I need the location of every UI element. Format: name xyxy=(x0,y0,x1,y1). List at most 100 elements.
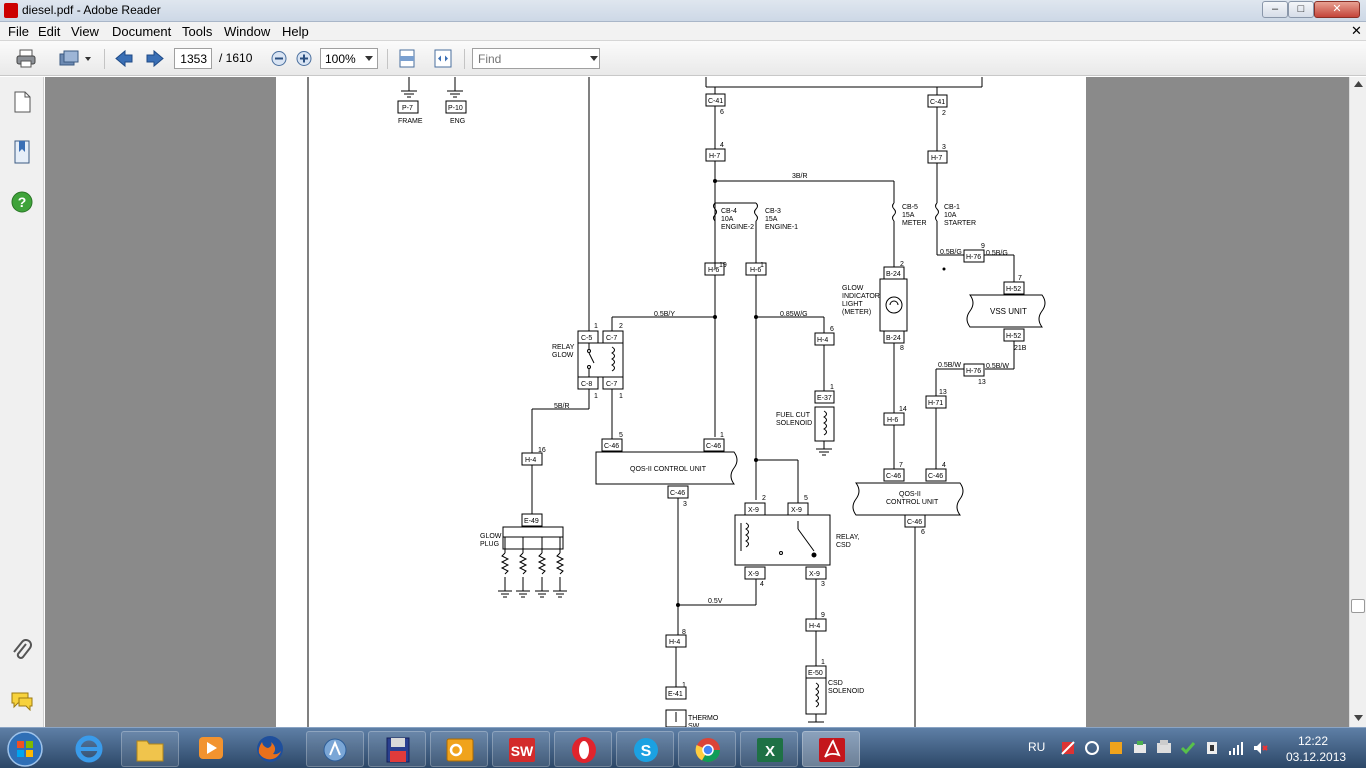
label-n1a: 1 xyxy=(760,262,764,269)
label-h4c: H-4 xyxy=(809,623,820,630)
arrow-right-icon[interactable] xyxy=(144,48,166,69)
zoom-out-icon[interactable] xyxy=(268,48,290,69)
paperclip-icon[interactable] xyxy=(11,639,33,663)
document-viewport[interactable]: P-7 P-10 FRAME ENG C-41 C-41 6 2 4 3 H-7… xyxy=(45,77,1349,727)
label-relaycsd1: RELAY, xyxy=(836,534,860,541)
label-n5b: 5 xyxy=(804,495,808,502)
window-title: diesel.pdf - Adobe Reader xyxy=(22,3,161,17)
internet-explorer-icon[interactable] xyxy=(74,734,104,764)
help-icon[interactable]: ? xyxy=(11,191,33,213)
label-c5: C-5 xyxy=(581,335,592,342)
document-close-icon[interactable]: ✕ xyxy=(1351,23,1362,38)
label-cb1b: STARTER xyxy=(944,220,976,227)
label-n16: 16 xyxy=(538,447,546,454)
toolbar-separator xyxy=(104,49,105,69)
label-n3b: 3 xyxy=(683,501,687,508)
tray-tool-icon[interactable] xyxy=(1084,740,1100,756)
find-input[interactable] xyxy=(472,48,600,69)
clock-date[interactable]: 03.12.2013 xyxy=(1286,750,1347,764)
label-cb3a: 15A xyxy=(765,216,778,223)
scroll-down-icon[interactable] xyxy=(1354,715,1363,721)
label-n5a: 5 xyxy=(619,432,623,439)
taskbar-app-solidworks[interactable]: SW xyxy=(492,731,550,767)
label-x9d: X-9 xyxy=(809,571,820,578)
tray-usb-icon[interactable] xyxy=(1204,740,1220,756)
toolbar: / 1610 xyxy=(0,41,1366,76)
scroll-up-icon[interactable] xyxy=(1354,81,1363,87)
scrollbar-thumb[interactable] xyxy=(1351,599,1365,613)
comments-icon[interactable] xyxy=(10,691,34,711)
tray-check-icon[interactable] xyxy=(1180,740,1196,756)
menu-document[interactable]: Document xyxy=(112,24,172,39)
bookmarks-icon[interactable] xyxy=(12,140,32,164)
print-icon[interactable] xyxy=(15,48,37,69)
label-c7a: C-7 xyxy=(606,335,617,342)
chevron-down-icon[interactable] xyxy=(365,56,373,62)
share-icon[interactable] xyxy=(58,48,92,69)
label-relay1: RELAY xyxy=(552,344,575,351)
page-number-input[interactable] xyxy=(174,48,212,69)
label-p10: P-10 xyxy=(448,105,463,112)
menu-window[interactable]: Window xyxy=(224,24,271,39)
taskbar-app-adobe-reader[interactable] xyxy=(802,731,860,767)
menu-file[interactable]: File xyxy=(8,24,29,39)
page-total: / 1610 xyxy=(219,51,253,65)
chevron-down-icon[interactable] xyxy=(590,56,598,62)
pages-icon[interactable] xyxy=(12,91,32,113)
svg-text:?: ? xyxy=(18,194,27,210)
excel-icon: X xyxy=(757,738,783,762)
maximize-button[interactable]: □ xyxy=(1288,1,1314,18)
tray-app-icon[interactable] xyxy=(1060,740,1076,756)
taskbar-app-floppy[interactable] xyxy=(368,731,426,767)
toolbar-separator xyxy=(387,49,388,69)
solidworks-icon: SW xyxy=(509,738,535,762)
taskbar-app-opera[interactable] xyxy=(554,731,612,767)
taskbar-app-excel[interactable]: X xyxy=(740,731,798,767)
label-h4d: H-4 xyxy=(669,639,680,646)
clock-time[interactable]: 12:22 xyxy=(1298,734,1329,748)
label-n6c: 6 xyxy=(921,529,925,536)
menu-tools[interactable]: Tools xyxy=(182,24,213,39)
tray-tray-icon[interactable] xyxy=(1132,740,1148,756)
label-frame: FRAME xyxy=(398,118,423,125)
taskbar-app-outlook[interactable] xyxy=(430,731,488,767)
label-h4b: H-4 xyxy=(525,457,536,464)
taskbar-app-skype[interactable]: S xyxy=(616,731,674,767)
minimize-button[interactable]: – xyxy=(1262,1,1288,18)
taskbar-app-explorer[interactable] xyxy=(121,731,179,767)
language-indicator[interactable]: RU xyxy=(1028,740,1046,754)
volume-muted-icon[interactable] xyxy=(1252,740,1268,756)
menu-view[interactable]: View xyxy=(71,24,99,39)
tray-network-status-icon[interactable] xyxy=(1156,740,1172,756)
label-n1d: 1 xyxy=(619,393,623,400)
menu-help[interactable]: Help xyxy=(282,24,309,39)
label-x9a: X-9 xyxy=(748,507,759,514)
fit-width-icon[interactable] xyxy=(432,48,454,69)
label-qos1: QOS-II CONTROL UNIT xyxy=(630,466,707,473)
label-n21b: 21B xyxy=(1014,345,1027,352)
vertical-scrollbar[interactable] xyxy=(1349,77,1366,727)
label-5br: 5B/R xyxy=(554,403,570,410)
label-cb1: CB-1 xyxy=(944,204,960,211)
label-cb1a: 10A xyxy=(944,212,957,219)
tray-outlook-icon[interactable] xyxy=(1108,740,1124,756)
opera-icon xyxy=(572,737,596,763)
close-button[interactable]: ✕ xyxy=(1314,1,1360,18)
label-glowplug2: PLUG xyxy=(480,541,499,548)
label-x9c: X-9 xyxy=(748,571,759,578)
file-explorer-icon xyxy=(136,740,164,762)
taskbar-app-chrome[interactable] xyxy=(678,731,736,767)
signal-bars-icon[interactable] xyxy=(1228,740,1244,756)
taskbar-app-blue[interactable] xyxy=(306,731,364,767)
label-cb4a: 10A xyxy=(721,216,734,223)
label-csd2: SOLENOID xyxy=(828,688,864,695)
start-orb-icon[interactable] xyxy=(6,730,44,768)
menu-edit[interactable]: Edit xyxy=(38,24,61,39)
zoom-in-icon[interactable] xyxy=(293,48,315,69)
arrow-left-icon[interactable] xyxy=(113,48,135,69)
label-cb3b: ENGINE-1 xyxy=(765,224,798,231)
media-player-icon[interactable] xyxy=(197,734,225,762)
zoom-level-input[interactable] xyxy=(320,48,378,69)
fit-page-icon[interactable] xyxy=(396,48,418,69)
firefox-icon[interactable] xyxy=(254,733,286,765)
